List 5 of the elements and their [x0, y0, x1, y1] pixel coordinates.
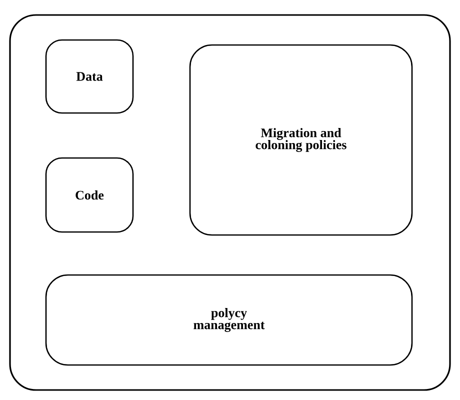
process-box: Migration and coloning policies: [189, 44, 413, 236]
process-box: polycy management: [45, 274, 413, 366]
process-box: Data: [45, 39, 134, 114]
container-box: [9, 14, 451, 391]
process-box: Code: [45, 157, 134, 233]
